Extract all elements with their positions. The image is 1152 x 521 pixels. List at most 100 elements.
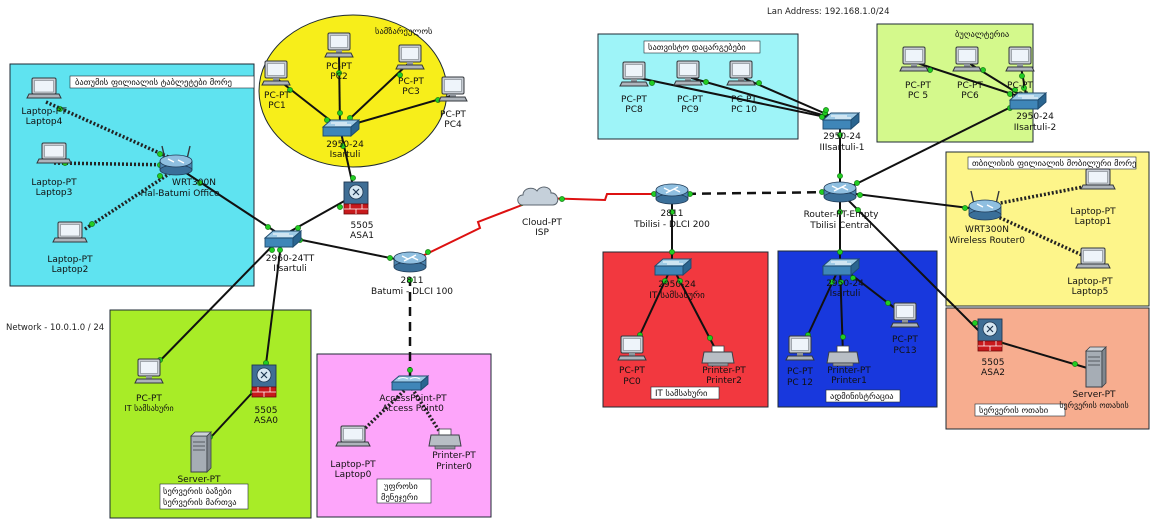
server-tbilisi[interactable]: Server-PT სერვერის ოთახის <box>1059 346 1129 410</box>
svg-text:2950-24: 2950-24 <box>326 140 364 150</box>
switch-admin[interactable]: 2950-24 Isartuli <box>822 258 864 299</box>
svg-text:PC6: PC6 <box>961 91 979 101</box>
svg-text:PC 12: PC 12 <box>787 378 813 388</box>
laptop-laptop1[interactable]: Laptop-PT Laptop1 <box>1070 168 1116 227</box>
pc-pc4[interactable]: PC-PT PC4 <box>438 76 468 130</box>
svg-text:Laptop-PT: Laptop-PT <box>1067 277 1113 287</box>
pc-pc1[interactable]: PC-PT PC1 <box>261 60 291 111</box>
zone-label-green-line1: სერვერის ბაზები <box>163 486 232 497</box>
server-batumi[interactable]: Server-PT <box>177 431 221 485</box>
switch-it[interactable]: 2950-24 IT სამსახური <box>649 258 705 301</box>
wireless-router-tbilisi[interactable]: WRT300N Wireless Router0 <box>949 190 1025 246</box>
pc-pc5[interactable]: PC-PT PC 5 <box>899 46 931 101</box>
svg-text:PC0: PC0 <box>623 377 641 387</box>
zone-label-pink-line2: მენეჯერი <box>381 492 418 503</box>
switch-iisartuli[interactable]: 2960-24TT IIsartuli <box>264 230 315 274</box>
svg-text:PC9: PC9 <box>681 105 699 115</box>
pc-pc6[interactable]: PC-PT PC6 <box>952 46 983 101</box>
svg-text:Isartuli: Isartuli <box>330 150 361 160</box>
pc-it[interactable]: PC-PT IT სამსახური <box>124 358 174 413</box>
svg-text:Laptop3: Laptop3 <box>36 188 73 198</box>
svg-text:2950-24: 2950-24 <box>658 280 696 290</box>
laptop-laptop4[interactable]: Laptop-PT Laptop4 <box>21 77 67 127</box>
pc-pc2[interactable]: PC-PT PC2 <box>324 32 354 82</box>
svg-text:IT სამსახური: IT სამსახური <box>649 290 705 301</box>
svg-text:2950-24: 2950-24 <box>826 279 864 289</box>
zone-blue-center <box>777 250 938 408</box>
svg-text:IIsartuli-2: IIsartuli-2 <box>1014 123 1056 133</box>
svg-text:PC 10: PC 10 <box>731 105 757 115</box>
firewall-asa0[interactable]: 5505 ASA0 <box>251 364 278 426</box>
svg-text:Tbilisi - DLCI 200: Tbilisi - DLCI 200 <box>633 220 710 230</box>
svg-text:IT სამსახური: IT სამსახური <box>124 403 173 413</box>
laptop-laptop0[interactable]: Laptop-PT Laptop0 <box>330 425 376 480</box>
switch-iiisartuli-1[interactable]: 2950-24 IIIsartuli-1 <box>819 112 865 153</box>
pc-pc13[interactable]: PC-PT PC13 <box>890 302 920 356</box>
svg-text:PC-PT: PC-PT <box>440 110 466 120</box>
printer-printer1[interactable]: Printer-PT Printer1 <box>826 345 871 386</box>
zone-label-salmon-right: სერვერის ოთახი <box>979 405 1048 416</box>
svg-text:2811: 2811 <box>661 209 684 219</box>
svg-text:PC 5: PC 5 <box>908 91 928 101</box>
svg-text:5505: 5505 <box>351 221 374 231</box>
svg-text:PC4: PC4 <box>444 120 462 130</box>
zone-label-cyan-center: სათვისტო დაცარგებები <box>648 42 746 53</box>
svg-text:2950-24: 2950-24 <box>1016 112 1054 122</box>
svg-text:2811: 2811 <box>401 276 424 286</box>
svg-text:5505: 5505 <box>982 358 1005 368</box>
lan-address-note: Lan Address: 192.168.1.0/24 <box>767 7 890 17</box>
svg-text:PC-PT: PC-PT <box>621 95 647 105</box>
svg-text:Batumi - DLCI 100: Batumi - DLCI 100 <box>371 287 453 297</box>
svg-text:Isartuli: Isartuli <box>830 289 861 299</box>
svg-text:Laptop-PT: Laptop-PT <box>330 460 376 470</box>
firewall-asa2[interactable]: 5505 ASA2 <box>977 318 1005 378</box>
svg-text:Router-PT-Empty: Router-PT-Empty <box>804 210 880 220</box>
pc-pc12[interactable]: PC-PT PC 12 <box>785 335 815 388</box>
svg-text:ASA2: ASA2 <box>981 368 1005 378</box>
svg-text:PC-PT: PC-PT <box>731 95 757 105</box>
pc-pc9[interactable]: PC-PT PC9 <box>673 60 703 115</box>
printer-printer2[interactable]: Printer-PT Printer2 <box>701 345 746 386</box>
svg-text:სერვერის ოთახის: სერვერის ოთახის <box>1059 400 1128 410</box>
firewall-asa1[interactable]: 5505 ASA1 <box>343 181 374 241</box>
svg-text:2950-24: 2950-24 <box>823 132 861 142</box>
switch-iisartuli-2[interactable]: 2950-24 IIsartuli-2 <box>1009 92 1056 133</box>
svg-text:IIsartuli: IIsartuli <box>273 264 306 274</box>
laptop-laptop2[interactable]: Laptop-PT Laptop2 <box>47 221 93 275</box>
zone-label-green-line2: სერვერის მართვა <box>163 497 237 508</box>
pc-pc3[interactable]: PC-PT PC3 <box>395 44 425 97</box>
zone-label-pink-line1: უფროსი <box>384 481 418 492</box>
svg-text:WRT300N: WRT300N <box>172 178 216 188</box>
zone-label-yellow-top: სამზარეულოს <box>375 26 433 37</box>
access-point[interactable]: AccessPoint-PT Access Point0 <box>379 375 447 414</box>
wireless-router-batumi[interactable]: WRT300N Hal-Batumi Office <box>140 145 220 199</box>
svg-text:2960-24TT: 2960-24TT <box>266 254 315 264</box>
laptop-laptop3[interactable]: Laptop-PT Laptop3 <box>31 142 77 198</box>
svg-text:PC-PT: PC-PT <box>398 77 424 87</box>
svg-text:PC-PT: PC-PT <box>905 81 931 91</box>
pc-pc10[interactable]: PC-PT PC 10 <box>726 60 757 115</box>
svg-text:Hal-Batumi Office: Hal-Batumi Office <box>140 189 219 199</box>
svg-text:Laptop-PT: Laptop-PT <box>21 107 67 117</box>
printer-printer0[interactable]: Printer-PT Printer0 <box>428 428 476 472</box>
router-tbilisi-central[interactable]: Router-PT-Empty Tbilisi Central <box>804 181 880 231</box>
svg-text:PC-PT: PC-PT <box>619 366 645 376</box>
zone-lime-bottom <box>109 309 312 519</box>
svg-text:5505: 5505 <box>255 406 278 416</box>
svg-text:PC-PT: PC-PT <box>892 335 918 345</box>
zone-label-batumi-office: ბათუმის ფილიალის ტაბლეტები მორე <box>75 77 232 88</box>
svg-text:Server-PT: Server-PT <box>1072 390 1116 400</box>
svg-text:ISP: ISP <box>535 228 549 238</box>
svg-text:PC-PT: PC-PT <box>326 62 352 72</box>
pc-pc0[interactable]: PC-PT PC0 <box>617 335 647 387</box>
zone-labels: ბათუმის ფილიალის ტაბლეტები მორე სამზარეუ… <box>6 7 1137 510</box>
svg-text:Server-PT: Server-PT <box>177 475 221 485</box>
router-tbilisi[interactable]: 2811 Tbilisi - DLCI 200 <box>633 183 710 230</box>
cloud-isp[interactable]: Cloud-PT ISP <box>517 186 563 238</box>
svg-text:Printer-PT: Printer-PT <box>432 451 476 461</box>
laptop-laptop5[interactable]: Laptop-PT Laptop5 <box>1067 247 1113 297</box>
switch-isartuli[interactable]: 2950-24 Isartuli <box>322 119 364 160</box>
pc-pc8[interactable]: PC-PT PC8 <box>619 61 649 115</box>
router-batumi[interactable]: 2811 Batumi - DLCI 100 <box>371 251 453 297</box>
